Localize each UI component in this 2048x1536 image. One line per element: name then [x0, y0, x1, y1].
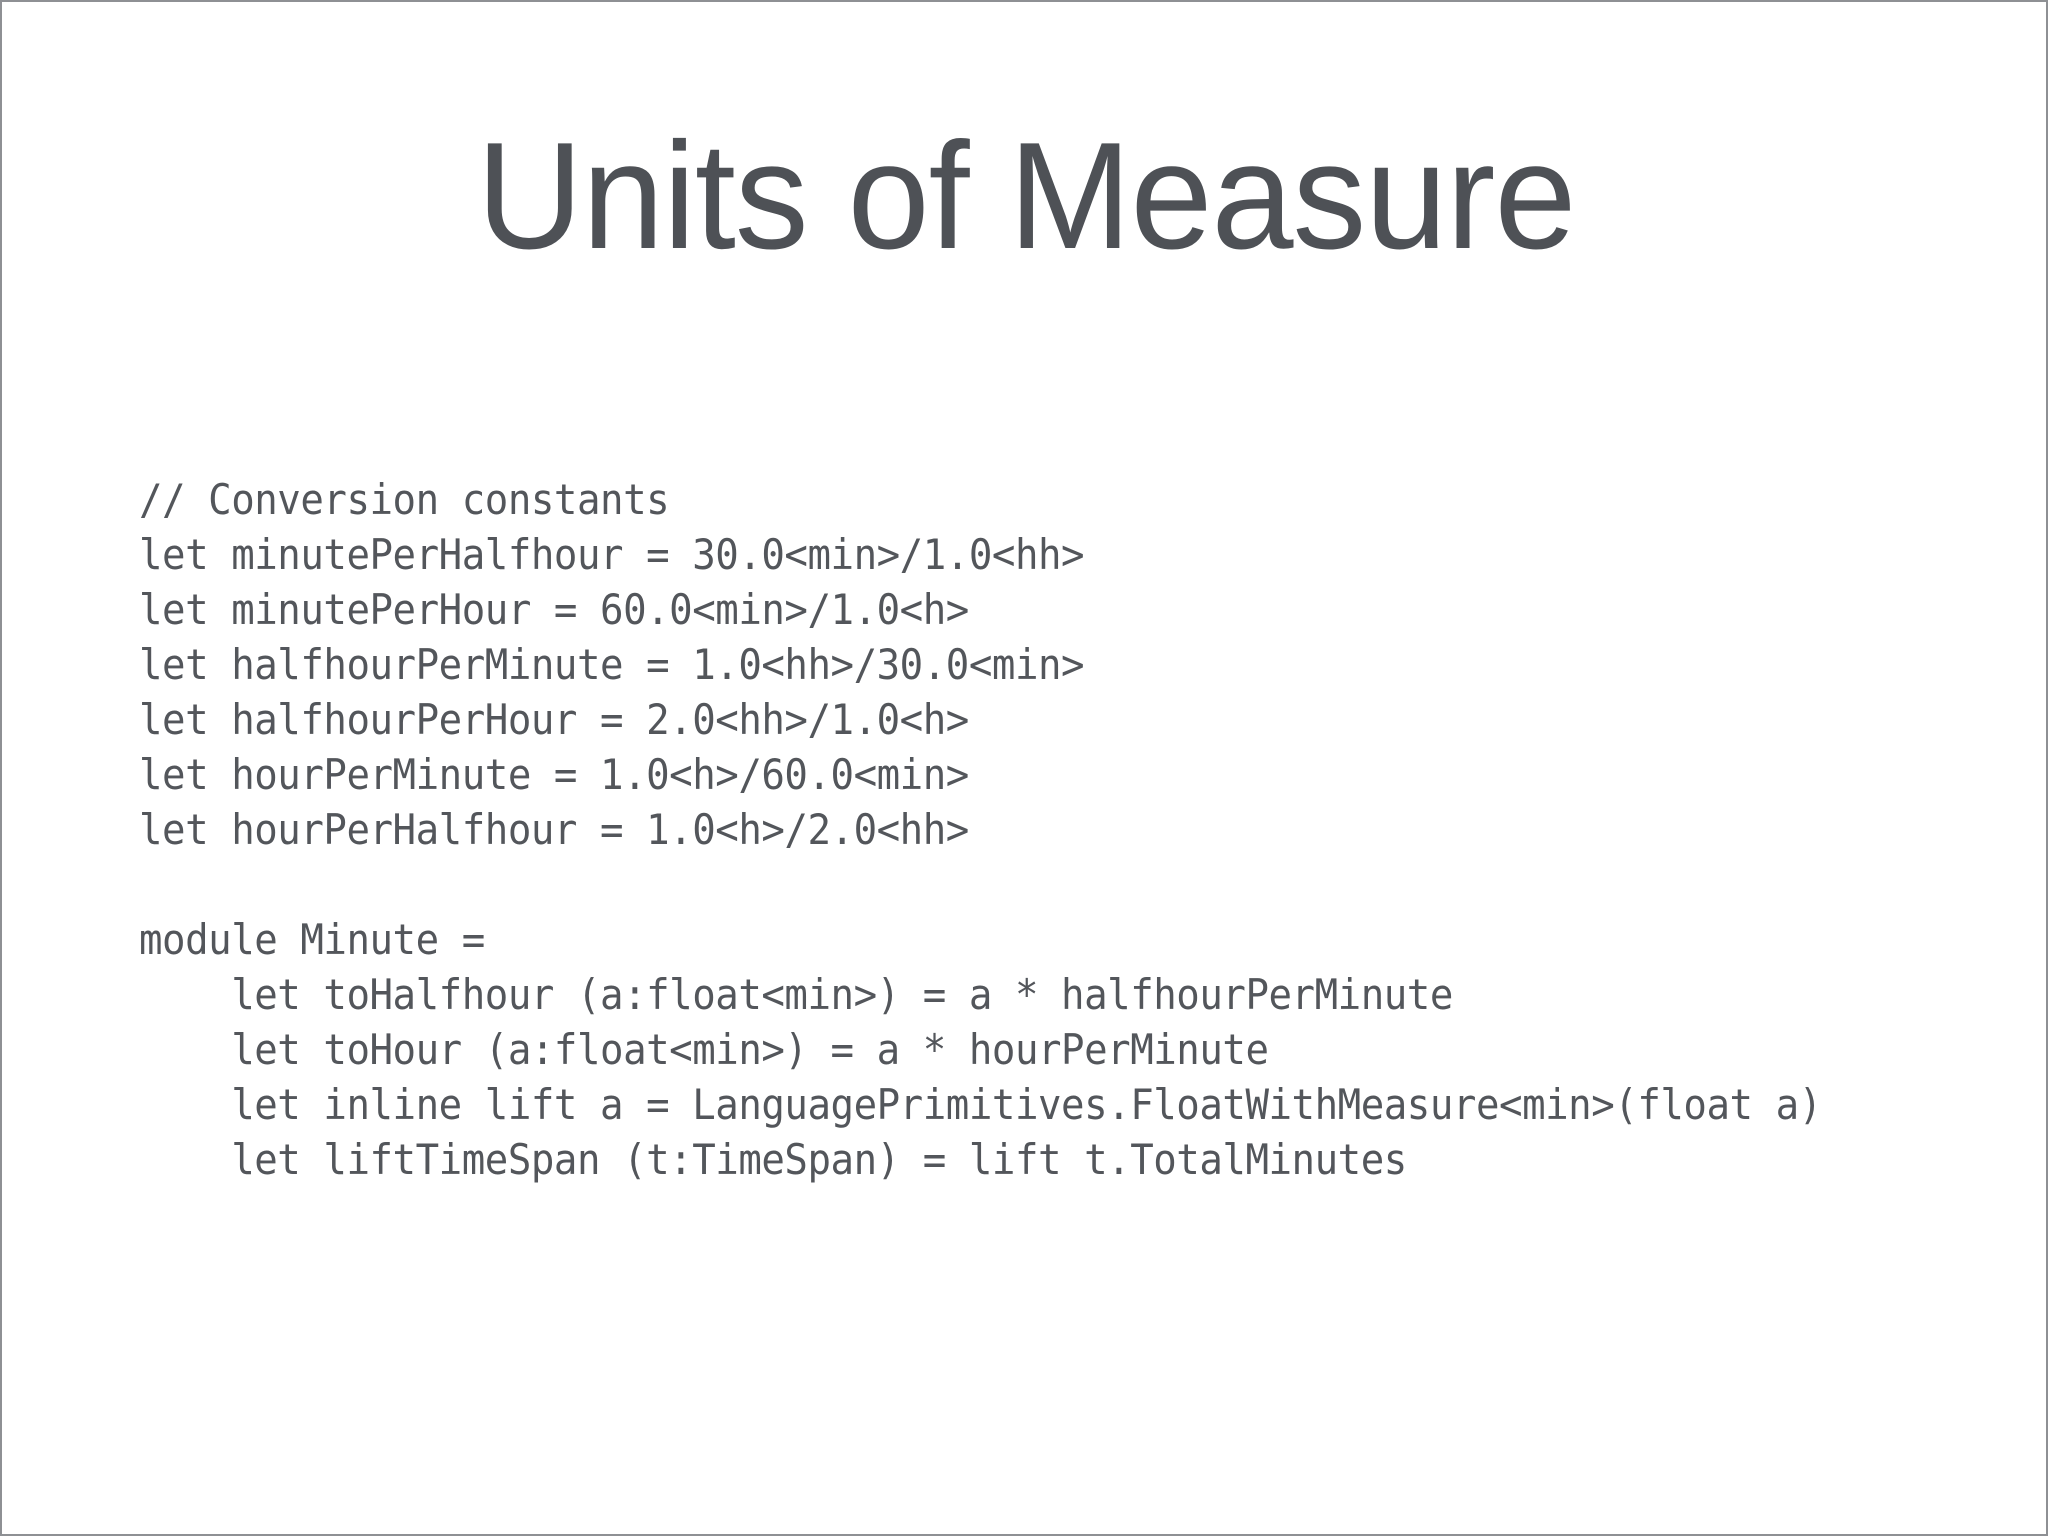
page-title: Units of Measure	[476, 111, 1577, 281]
code-line: // Conversion constants	[139, 475, 670, 524]
code-line: module Minute =	[139, 915, 485, 964]
code-block: // Conversion constants let minutePerHalf…	[139, 472, 1822, 1187]
code-line: let toHalfhour (a:float<min>) = a * half…	[139, 970, 1453, 1019]
code-line: let minutePerHour = 60.0<min>/1.0<h>	[139, 585, 969, 634]
code-line: let toHour (a:float<min>) = a * hourPerM…	[139, 1025, 1269, 1074]
code-line: let halfhourPerHour = 2.0<hh>/1.0<h>	[139, 695, 969, 744]
code-line: let minutePerHalfhour = 30.0<min>/1.0<hh…	[139, 530, 1085, 579]
code-line: let liftTimeSpan (t:TimeSpan) = lift t.T…	[139, 1135, 1407, 1184]
code-line-blank	[139, 857, 1822, 912]
code-line: let halfhourPerMinute = 1.0<hh>/30.0<min…	[139, 640, 1085, 689]
code-line: let hourPerHalfhour = 1.0<h>/2.0<hh>	[139, 805, 969, 854]
code-line: let hourPerMinute = 1.0<h>/60.0<min>	[139, 750, 969, 799]
code-line: let inline lift a = LanguagePrimitives.F…	[139, 1080, 1822, 1129]
